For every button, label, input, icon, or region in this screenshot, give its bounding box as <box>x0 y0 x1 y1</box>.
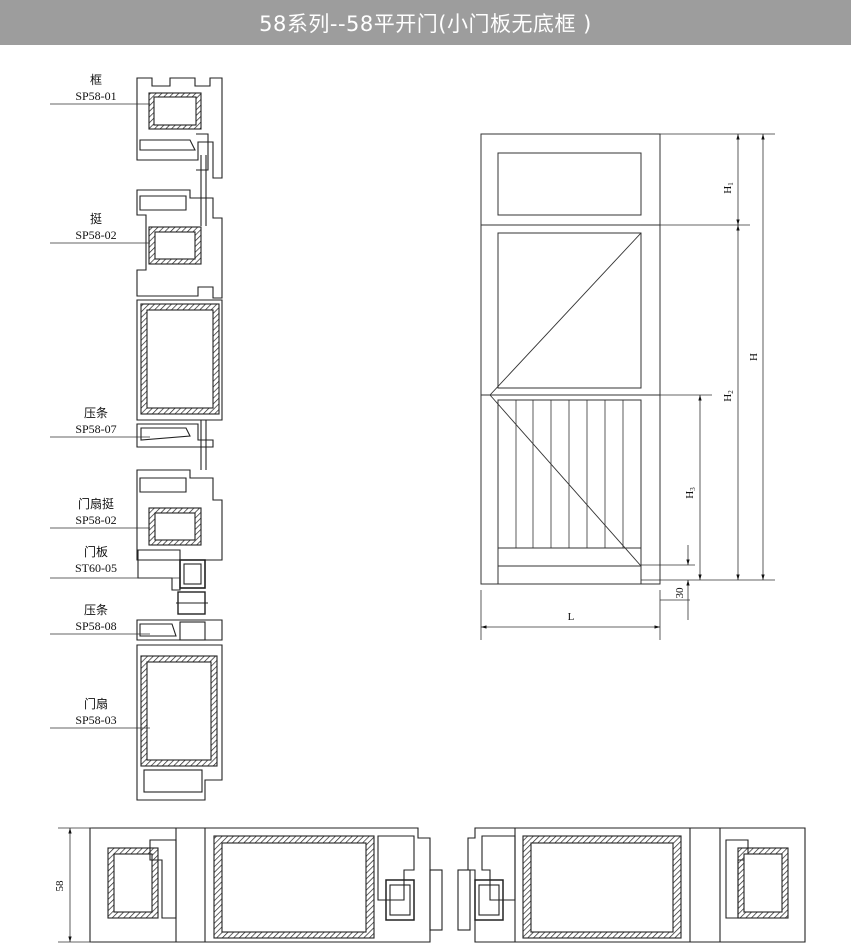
door-elevation <box>480 133 661 585</box>
bead-profile-07 <box>136 420 214 470</box>
bead-profile-08 <box>136 619 223 641</box>
dim-h1-sub: 1 <box>727 182 735 186</box>
svg-text:H1: H1 <box>722 182 735 194</box>
dim-h3-sub: 3 <box>689 487 697 491</box>
svg-text:H2: H2 <box>722 390 735 402</box>
opening-swing-lines <box>489 232 642 567</box>
profile-code-2: SP58-07 <box>75 422 116 436</box>
profile-code-0: SP58-01 <box>75 89 116 103</box>
profile-name-2: 压条 <box>84 406 108 420</box>
upper-glass <box>497 232 642 389</box>
svg-text:H3: H3 <box>684 487 697 499</box>
dim-h2-label: H <box>722 394 734 402</box>
dim-h2-sub: 2 <box>727 390 735 394</box>
dim-gap-label: 30 <box>674 587 686 599</box>
dim-h1-label: H <box>722 186 734 194</box>
profile-code-1: SP58-02 <box>75 228 116 242</box>
panel-slats <box>515 400 624 548</box>
frame-profile <box>136 77 223 200</box>
sash-stile-profile <box>136 469 223 561</box>
elevation-dimension-labels: H1 H2 H3 H 30 L <box>568 182 760 623</box>
panel-block <box>136 299 223 421</box>
profile-name-5: 压条 <box>84 603 108 617</box>
profile-code-6: SP58-03 <box>75 713 116 727</box>
profile-code-4: ST60-05 <box>75 561 117 575</box>
sash-profile <box>136 644 223 801</box>
dim-depth-label: 58 <box>54 880 66 892</box>
section-depth-dimension <box>58 827 92 943</box>
dim-width-label: L <box>568 611 575 623</box>
profile-name-1: 挺 <box>90 211 102 226</box>
dim-h3-label: H <box>684 491 696 499</box>
profile-code-3: SP58-02 <box>75 513 116 527</box>
title-bar: 58系列--58平开门(小门板无底框 ) <box>0 0 851 45</box>
profile-name-4: 门板 <box>84 544 108 559</box>
vertical-section <box>136 77 223 801</box>
profile-name-3: 门扇挺 <box>78 496 114 511</box>
profile-name-0: 框 <box>90 73 102 87</box>
dim-h-label: H <box>748 353 760 361</box>
lower-panel <box>497 399 642 549</box>
drawing-canvas: 框 SP58-01 挺 SP58-02 压条 SP58-07 门扇挺 SP58-… <box>50 73 806 943</box>
page-title: 58系列--58平开门(小门板无底框 ) <box>259 11 592 36</box>
outer-frame <box>480 133 661 585</box>
profile-labels: 框 SP58-01 挺 SP58-02 压条 SP58-07 门扇挺 SP58-… <box>75 73 117 727</box>
transom-profile <box>136 189 223 299</box>
elevation-dimensions <box>480 133 775 640</box>
profile-code-5: SP58-08 <box>75 619 116 633</box>
horizontal-section <box>89 827 806 943</box>
leader-lines <box>50 103 180 729</box>
transom-light <box>497 152 642 216</box>
profile-name-6: 门扇 <box>84 696 108 711</box>
